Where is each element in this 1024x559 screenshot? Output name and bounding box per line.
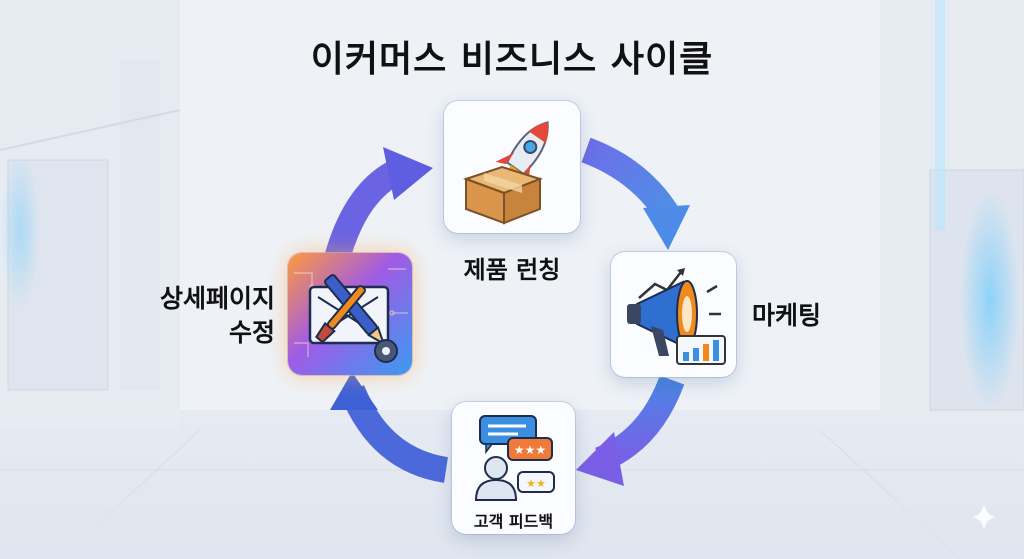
arrowhead-feedback-to-edit <box>330 372 378 410</box>
stage-label-edit: 상세페이지 수정 <box>115 282 275 350</box>
stage-card-feedback: ★★★ ★★ <box>452 402 575 534</box>
stage-label-edit-line1: 상세페이지 <box>159 284 275 313</box>
rocket-box-icon <box>462 121 549 225</box>
review-chat-icon: ★★★ ★★ <box>474 415 555 501</box>
page-title: 이커머스 비즈니스 사이클 <box>310 39 714 80</box>
stage-label-marketing: 마케팅 <box>752 301 822 330</box>
design-pencil-icon <box>288 253 412 375</box>
stage-card-launch <box>444 101 580 233</box>
stage-label-edit-line2: 수정 <box>228 318 275 347</box>
sparkle-icon <box>972 504 996 530</box>
arrow-edit-to-launch <box>323 158 406 266</box>
stage-card-marketing <box>611 252 736 377</box>
stage-label-feedback: 고객 피드백 <box>473 512 554 531</box>
arrowhead-launch-to-marketing <box>643 205 690 250</box>
arrow-launch-to-marketing <box>581 137 680 223</box>
stage-card-edit <box>288 253 412 375</box>
svg-text:★★★: ★★★ <box>514 443 546 457</box>
arrowhead-marketing-to-feedback <box>576 432 624 486</box>
megaphone-icon <box>627 268 726 365</box>
arrowhead-edit-to-launch <box>383 147 433 200</box>
stage-label-launch: 제품 런칭 <box>463 256 561 284</box>
svg-text:★★: ★★ <box>526 477 546 490</box>
